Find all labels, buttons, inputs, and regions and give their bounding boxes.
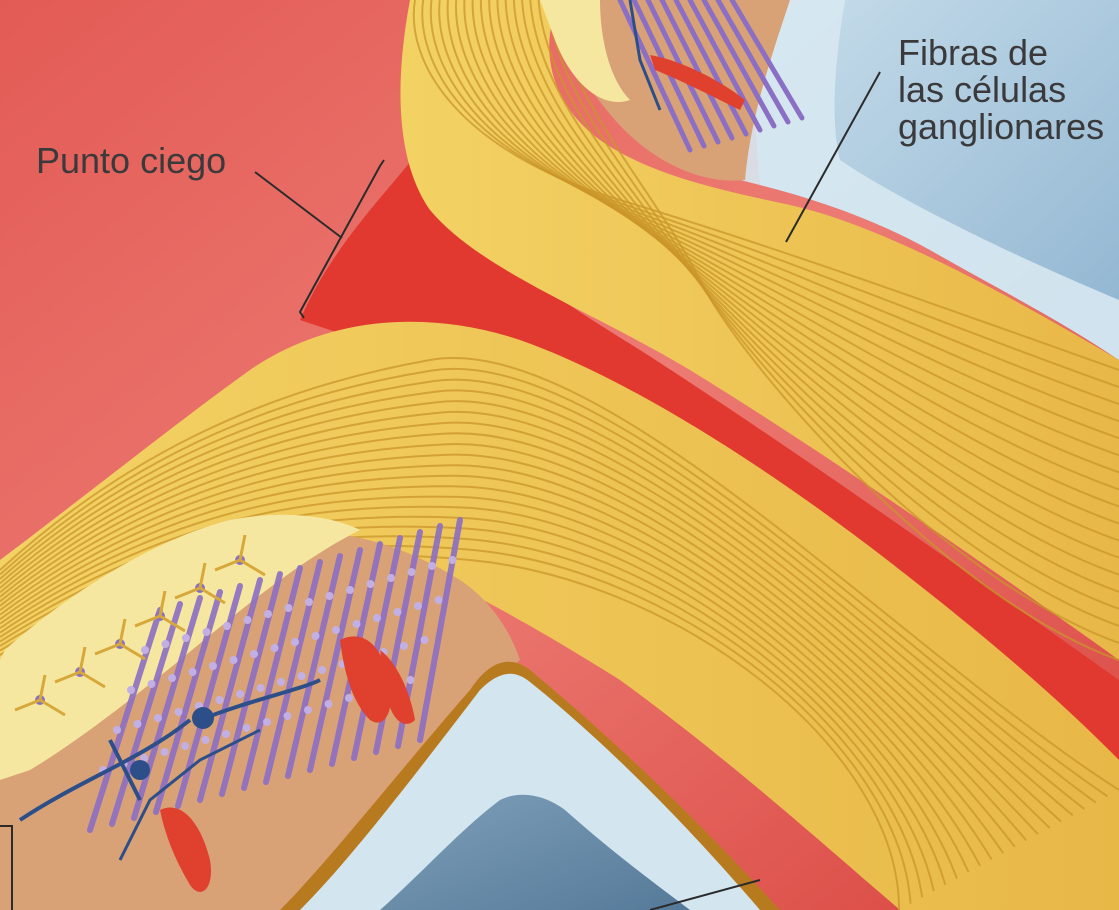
rod-nucleus (353, 620, 361, 628)
rod-nucleus (182, 634, 190, 642)
rod-nucleus (305, 598, 313, 606)
rod-nucleus (222, 730, 230, 738)
rod-nucleus (325, 700, 333, 708)
rod-nucleus (250, 650, 258, 658)
rod-nucleus (202, 736, 210, 744)
rod-nucleus (332, 626, 340, 634)
rod-nucleus (367, 580, 375, 588)
rod-nucleus (162, 640, 170, 648)
ganglion-fibers-label-line2: las células (898, 71, 1104, 108)
rod-nucleus (230, 656, 238, 664)
rod-nucleus (223, 622, 231, 630)
rod-nucleus (312, 632, 320, 640)
ganglion-fibers-label-line3: ganglionares (898, 108, 1104, 145)
rod-nucleus (435, 596, 443, 604)
rod-nucleus (291, 638, 299, 646)
rod-nucleus (284, 712, 292, 720)
rod-nucleus (113, 726, 121, 734)
rod-nucleus (414, 602, 422, 610)
rod-nucleus (346, 586, 354, 594)
rod-nucleus (257, 684, 265, 692)
rod-nucleus (449, 556, 457, 564)
rod-nucleus (203, 628, 211, 636)
blind-spot-label: Punto ciego (36, 143, 226, 179)
rod-nucleus (428, 562, 436, 570)
rod-nucleus (373, 614, 381, 622)
rod-nucleus (298, 672, 306, 680)
rod-nucleus (394, 608, 402, 616)
rod-nucleus (243, 724, 251, 732)
rod-nucleus (181, 742, 189, 750)
rod-nucleus (326, 592, 334, 600)
rod-nucleus (168, 674, 176, 682)
rod-nucleus (408, 568, 416, 576)
rod-nucleus (318, 666, 326, 674)
rod-nucleus (407, 676, 415, 684)
rod-nucleus (244, 616, 252, 624)
rod-nucleus (263, 718, 271, 726)
rod-nucleus (271, 644, 279, 652)
rod-nucleus (189, 668, 197, 676)
rod-nucleus (134, 720, 142, 728)
rod-nucleus (387, 574, 395, 582)
rod-nucleus (277, 678, 285, 686)
rod-nucleus (304, 706, 312, 714)
rod-nucleus (127, 686, 135, 694)
ganglion-fibers-label-line1: Fibras de (898, 34, 1104, 71)
rod-nucleus (236, 690, 244, 698)
rod-nucleus (264, 610, 272, 618)
rod-nucleus (421, 636, 429, 644)
rod-nucleus (154, 714, 162, 722)
rod-nucleus (175, 708, 183, 716)
rod-nucleus (285, 604, 293, 612)
rod-nucleus (141, 646, 149, 654)
rod-nucleus (209, 662, 217, 670)
rod-nucleus (345, 694, 353, 702)
rod-nucleus (400, 642, 408, 650)
rod-nucleus (148, 680, 156, 688)
neuron-body (192, 707, 214, 729)
rod-nucleus (216, 696, 224, 704)
ganglion-fibers-label: Fibras de las células ganglionares (898, 34, 1104, 145)
neuron-body (130, 760, 150, 780)
rod-nucleus (161, 748, 169, 756)
